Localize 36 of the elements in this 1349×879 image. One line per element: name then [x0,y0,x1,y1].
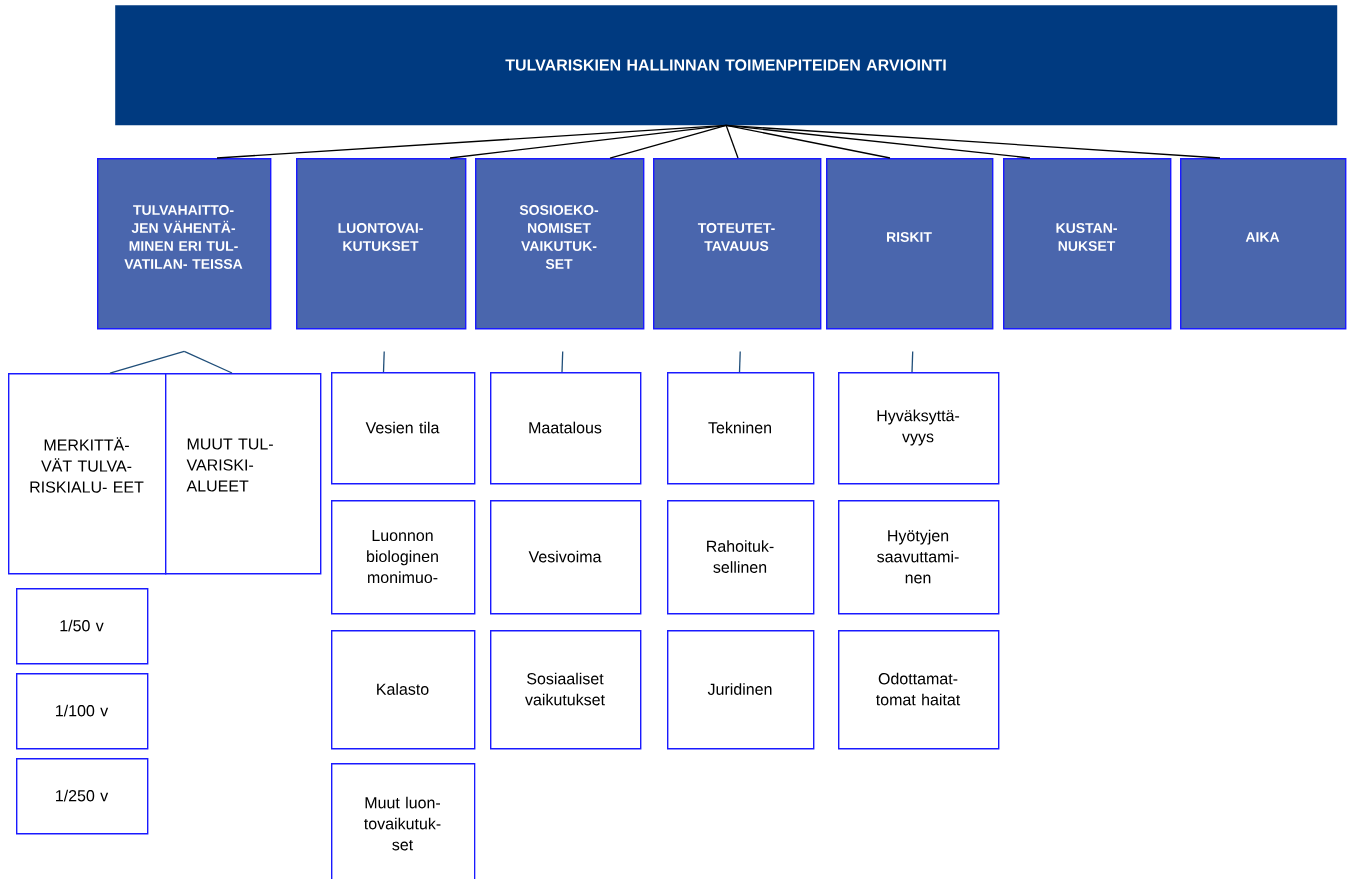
connector-line [183,350,233,374]
item-box: 1/100 v [16,673,149,750]
connector-line [382,350,385,373]
category-box: SOSIOEKO- NOMISET VAIKUTUK- SET [475,158,645,330]
category-box: AIKA [1180,158,1347,330]
connector-line [109,350,185,374]
item-box: Luonnon biologinen monimuo- [331,500,476,615]
connector-line [911,350,914,373]
title-banner: TULVARISKIEN HALLINNAN TOIMENPITEIDEN ARVIOINTI [115,5,1338,126]
connector-line [725,124,891,159]
item-box: Odottamat- tomat haitat [838,630,1000,750]
item-box: Sosiaaliset vaikutukset [490,630,642,750]
subcategory-box: MERKITTÄ- VÄT TULVA- RISKIALU- EET [8,373,167,575]
item-box: Muut luon- tovaikutuk- set [331,763,476,879]
category-box: TULVAHAITTO- JEN VÄHENTÄ- MINEN ERI TUL- VATILAN- TEISSA [97,158,272,330]
category-box: KUSTAN- NUKSET [1003,158,1172,330]
category-box: LUONTOVAI- KUTUKSET [296,158,467,330]
item-box: 1/250 v [16,758,149,835]
item-box: Kalasto [331,630,476,750]
item-box: Hyväksyttä- vyys [838,372,1000,485]
category-box: RISKIT [826,158,994,330]
item-box: Vesivoima [490,500,642,615]
item-box: Vesien tila [331,372,476,485]
connector-line [725,124,739,159]
connector-line [561,350,564,373]
item-box: Tekninen [667,372,815,485]
category-box: TOTEUTET- TAVAUUS [653,158,822,330]
item-box: Juridinen [667,630,815,750]
connector-line [738,350,741,373]
connector-line [725,124,1221,159]
subcategory-box: MUUT TUL- VARISKI- ALUEET [165,373,322,575]
item-box: Rahoituk- sellinen [667,500,815,615]
item-box: 1/50 v [16,588,149,665]
item-box: Hyötyjen saavuttami- nen [838,500,1000,615]
connector-line [609,124,727,159]
item-box: Maatalous [490,372,642,485]
